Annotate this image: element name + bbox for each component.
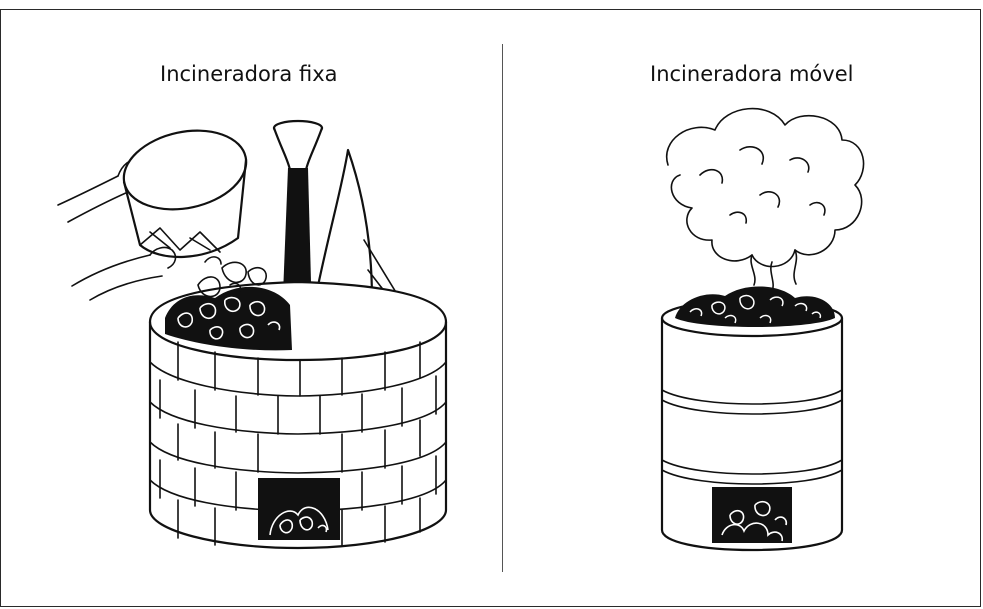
mobile-incinerator-illustration <box>660 107 865 552</box>
drum-waste-pile <box>675 286 835 327</box>
fixed-incinerator-illustration <box>57 119 448 550</box>
hands-with-bucket <box>57 129 248 301</box>
drum <box>660 298 844 552</box>
caption-mobile-incinerator: Incineradora móvel <box>650 62 854 86</box>
firebox-waste <box>269 506 329 536</box>
caption-fixed-incinerator: Incineradora fixa <box>160 62 338 86</box>
brick-wall <box>148 280 448 550</box>
drum-firebox-waste <box>721 500 788 542</box>
waste-pile-top <box>165 256 292 351</box>
panel-divider <box>502 44 503 572</box>
smoke <box>665 107 865 293</box>
